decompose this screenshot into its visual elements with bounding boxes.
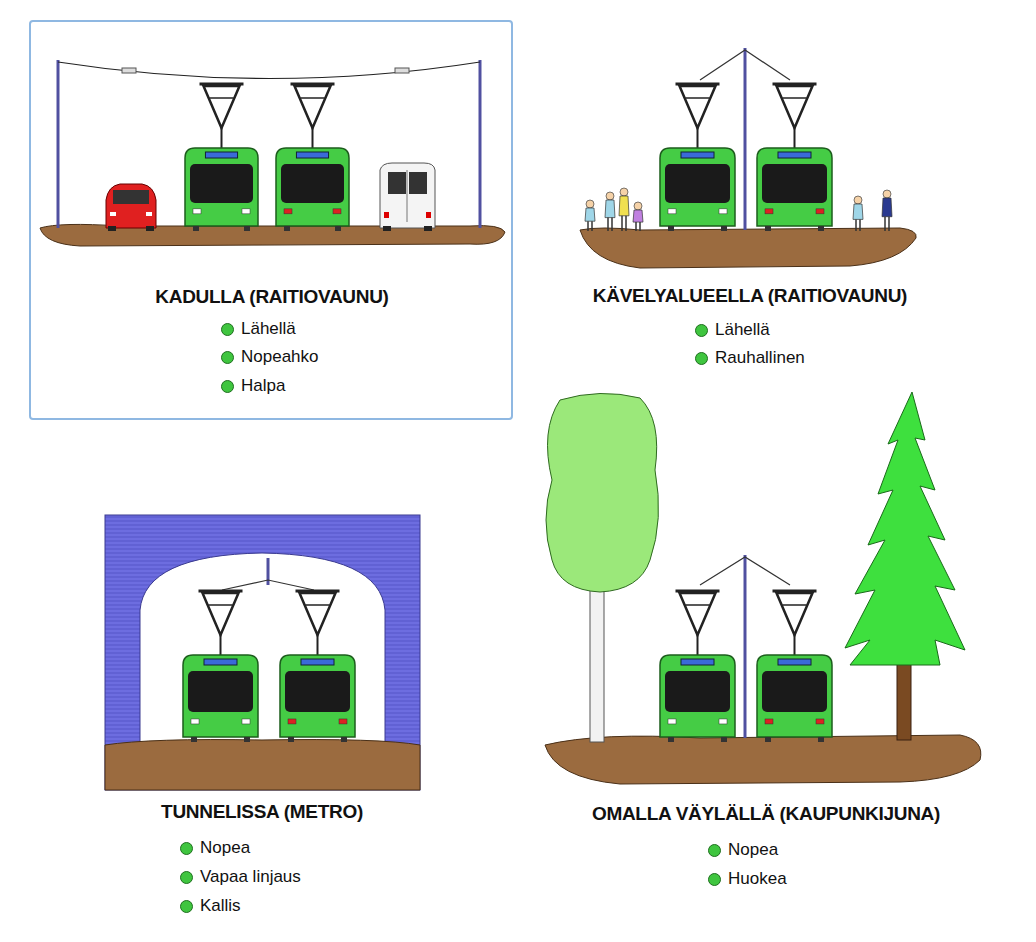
bullet-item: Kallis [180,896,241,916]
bullet-item: Vapaa linjaus [180,867,301,887]
bullet-dot [695,324,708,337]
bullet-dot [180,871,193,884]
tram [185,84,258,231]
tram [757,84,832,231]
pedestrian [619,188,629,231]
tram [757,591,832,742]
bullet-text: Halpa [241,376,285,396]
bullet-dot [180,842,193,855]
tunnel-scene [105,515,420,790]
bullet-text: Nopea [728,840,778,860]
pedestrian-scene [580,48,916,268]
bullet-item: Huokea [708,869,787,889]
bullet-item: Nopea [708,840,778,860]
tram [280,591,355,742]
panel-title: TUNNELISSA (METRO) [161,801,363,823]
pedestrian [882,190,892,231]
bullet-dot [708,844,721,857]
tram [183,591,258,742]
bullet-item: Nopeahko [221,347,319,367]
bullet-text: Nopeahko [241,347,319,367]
bullet-item: Lähellä [221,319,296,339]
tram [660,84,735,231]
bullet-text: Kallis [200,896,241,916]
bullet-dot [180,900,193,913]
bullet-text: Huokea [728,869,787,889]
bullet-dot [708,873,721,886]
pedestrian [605,192,615,231]
bullet-item: Lähellä [695,320,770,340]
street-scene [40,60,505,246]
bullet-text: Lähellä [715,320,770,340]
bullet-item: Nopea [180,838,250,858]
tram [660,591,735,742]
bullet-dot [695,352,708,365]
tram [276,84,349,231]
panel-title: OMALLA VÄYLÄLLÄ (KAUPUNKIJUNA) [592,803,940,825]
pedestrian [585,200,595,231]
bullet-text: Lähellä [241,319,296,339]
panel-title: KÄVELYALUEELLA (RAITIOVAUNU) [593,285,907,307]
pedestrian [633,202,643,231]
right-of-way-scene [545,392,981,784]
bullet-dot [221,323,234,336]
bullet-dot [221,380,234,393]
panel-title: KADULLA (RAITIOVAUNU) [155,286,388,308]
bullet-item: Rauhallinen [695,348,805,368]
pedestrian [853,196,863,231]
bullet-text: Vapaa linjaus [200,867,301,887]
panel-box: KADULLA (RAITIOVAUNU) LähelläNopeahkoHalp… [29,20,513,420]
bullet-text: Nopea [200,838,250,858]
bullet-dot [221,351,234,364]
bullet-item: Halpa [221,376,285,396]
bullet-text: Rauhallinen [715,348,805,368]
